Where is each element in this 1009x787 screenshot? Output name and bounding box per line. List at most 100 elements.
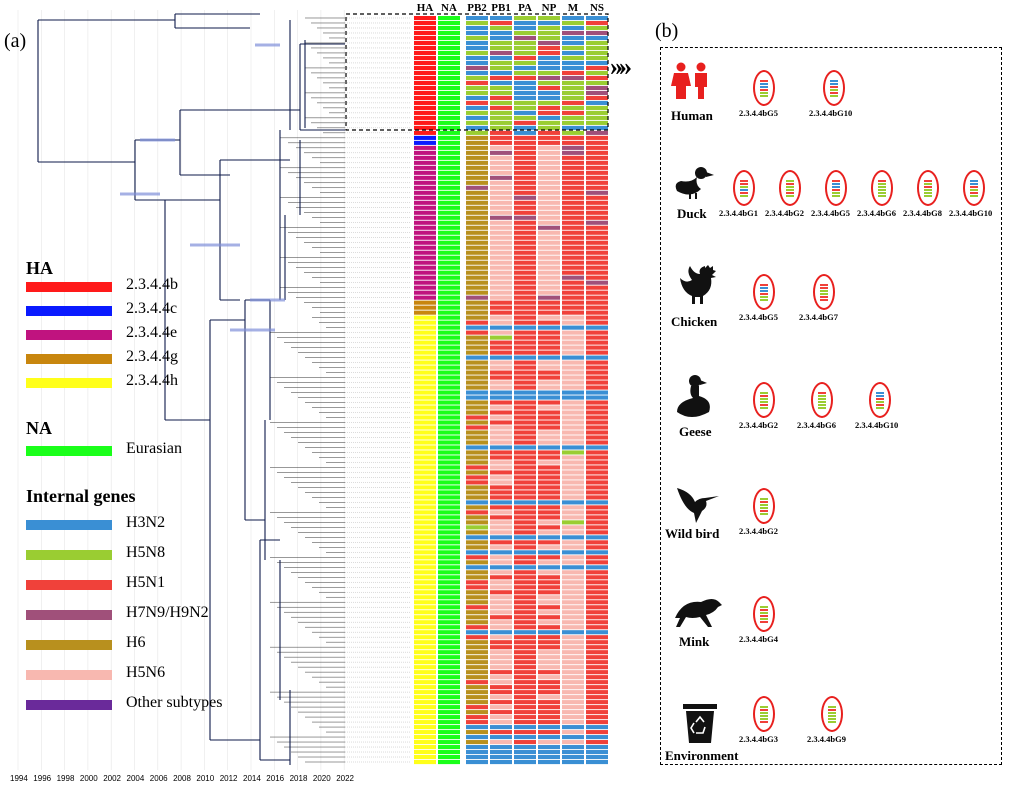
heatmap-cell [514, 390, 536, 395]
heatmap-cell [466, 425, 488, 430]
heatmap-cell [438, 405, 460, 410]
heatmap-cell [538, 270, 560, 275]
heatmap-cell [438, 300, 460, 305]
heatmap-cell [414, 620, 436, 625]
genotype-segment-band [760, 95, 768, 97]
heatmap-cell [562, 515, 584, 520]
heatmap-cell [586, 725, 608, 730]
heatmap-cell [586, 160, 608, 165]
heatmap-cell [466, 355, 488, 360]
heatmap-cell [514, 470, 536, 475]
heatmap-cell [562, 485, 584, 490]
heatmap-cell [586, 115, 608, 120]
genotype-segment-band [740, 189, 748, 191]
heatmap-cell [466, 55, 488, 61]
heatmap-cell [538, 145, 560, 150]
heatmap-cell [414, 90, 436, 95]
heatmap-cell [586, 525, 608, 530]
heatmap-cell [490, 330, 512, 335]
heatmap-cell [466, 685, 488, 690]
heatmap-cell [562, 615, 584, 620]
heatmap-cell [414, 505, 436, 510]
axis-year-label: 2020 [312, 774, 331, 783]
heatmap-cell [562, 365, 584, 370]
heatmap-cell [414, 280, 436, 285]
heatmap-cell [586, 535, 608, 540]
heatmap-cell [466, 270, 488, 275]
heatmap-cell [438, 50, 460, 56]
heatmap-cell [490, 415, 512, 420]
heatmap-cell [466, 410, 488, 415]
heatmap-cell [490, 610, 512, 615]
heatmap-cell [538, 355, 560, 360]
heatmap-cell [466, 755, 488, 760]
heatmap-cell [490, 20, 512, 26]
genotype-constellation-icon [779, 170, 801, 206]
node-confidence-bar [250, 298, 285, 302]
heatmap-cell [586, 320, 608, 325]
genotype-segment-band [760, 709, 768, 711]
heatmap-cell [490, 630, 512, 635]
heatmap-cell [466, 695, 488, 700]
heatmap-cell [538, 360, 560, 365]
heatmap-cell [562, 400, 584, 405]
heatmap-cell [586, 360, 608, 365]
heatmap-cell [490, 300, 512, 305]
genotype-segment-band [832, 195, 840, 197]
heatmap-cell [438, 265, 460, 270]
heatmap-cell [562, 100, 584, 105]
heatmap-cell [586, 480, 608, 485]
heatmap-cell [466, 150, 488, 155]
genotype-segment-band [970, 192, 978, 194]
heatmap-cell [438, 430, 460, 435]
host-label: Mink [679, 634, 710, 649]
heatmap-cell [414, 140, 436, 145]
heatmap-cell [414, 465, 436, 470]
heatmap-cell [414, 305, 436, 310]
heatmap-cell [586, 175, 608, 180]
heatmap-cell [438, 80, 460, 86]
heatmap-cell [490, 705, 512, 710]
heatmap-cell [562, 355, 584, 360]
panel-b-label: (b) [655, 20, 679, 42]
heatmap-cell [586, 540, 608, 545]
genotype-constellation-icon [871, 170, 893, 206]
heatmap-cell [514, 295, 536, 300]
heatmap-cell [490, 75, 512, 81]
heatmap-cell [586, 560, 608, 565]
heatmap-cell [562, 760, 584, 765]
heatmap-cell [562, 305, 584, 310]
tree-branch [164, 199, 220, 421]
heatmap-cell [514, 580, 536, 585]
heatmap-cell [438, 725, 460, 730]
heatmap-cell [438, 460, 460, 465]
heatmap-cell [414, 470, 436, 475]
heatmap-cell [466, 205, 488, 210]
heatmap-cell [490, 525, 512, 530]
heatmap-cell [514, 85, 536, 91]
heatmap-cell [490, 100, 512, 105]
heatmap-cell [438, 195, 460, 200]
heatmap-cell [586, 355, 608, 360]
heatmap-cell [562, 270, 584, 275]
genotype-segment-band [760, 721, 768, 723]
heatmap-cell [490, 500, 512, 505]
heatmap-cell [586, 700, 608, 705]
heatmap-cell [514, 745, 536, 750]
heatmap-cell [538, 420, 560, 425]
heatmap-cell [586, 200, 608, 205]
heatmap-cell [490, 310, 512, 315]
heatmap-cell [562, 390, 584, 395]
heatmap-cell [538, 370, 560, 375]
column-header-ns: NS [589, 2, 605, 14]
genotype-segment-band [760, 290, 768, 292]
heatmap-cell [466, 180, 488, 185]
heatmap-cell [490, 160, 512, 165]
heatmap-cell [466, 435, 488, 440]
heatmap-cell [414, 580, 436, 585]
heatmap-cell [538, 65, 560, 71]
heatmap-cell [490, 460, 512, 465]
heatmap-cell [586, 125, 608, 130]
heatmap-cell [466, 395, 488, 400]
heatmap-cell [562, 415, 584, 420]
